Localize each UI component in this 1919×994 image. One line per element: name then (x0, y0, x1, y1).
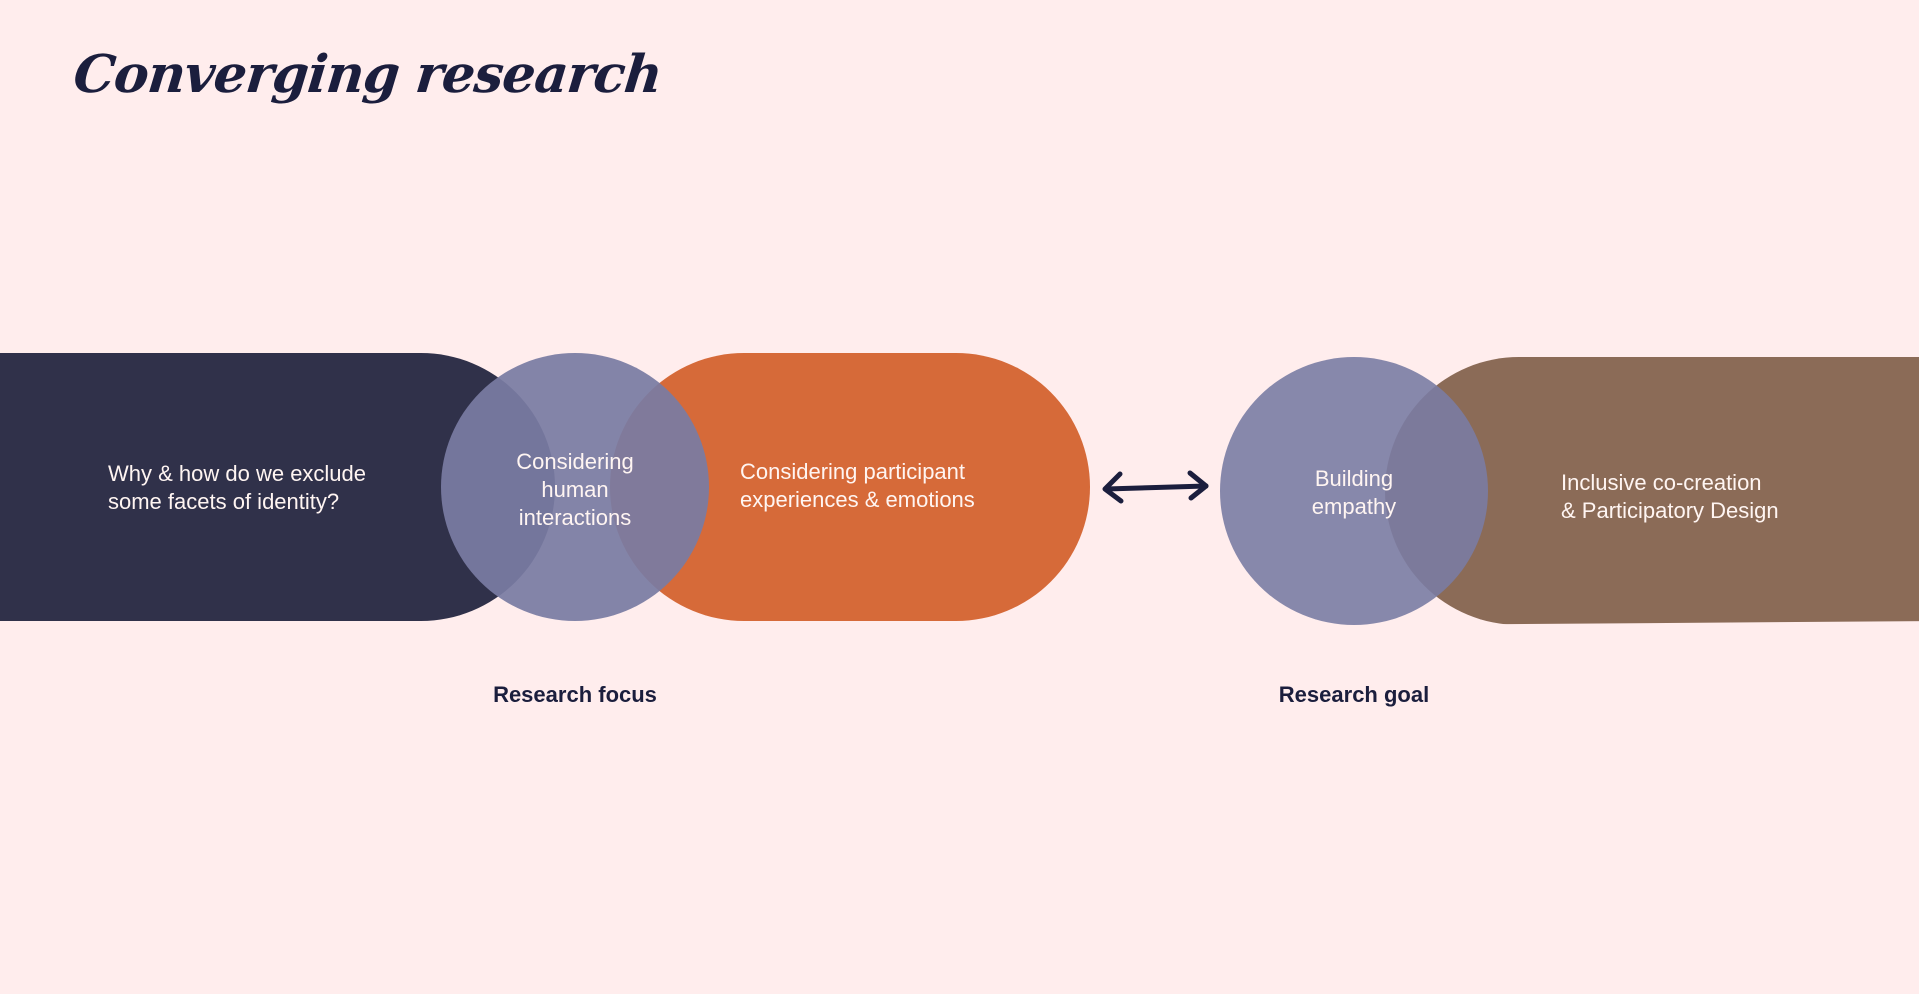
page-title: Converging research (70, 44, 665, 105)
label-line: empathy (1311, 494, 1397, 519)
participatory-design-label: Inclusive co-creation & Participatory De… (1561, 469, 1779, 525)
exclusion-question-label: Why & how do we exclude some facets of i… (108, 460, 366, 516)
label-line: Building (1314, 466, 1394, 491)
label-line: Inclusive co-creation (1561, 470, 1762, 495)
double-headed-arrow-icon (1102, 470, 1209, 504)
human-interactions-label: Considering human interactions (441, 448, 709, 532)
building-empathy-label: Building empathy (1220, 465, 1488, 521)
label-line: human (541, 477, 609, 502)
label-line: experiences & emotions (740, 487, 975, 512)
research-goal-caption: Research goal (1278, 682, 1430, 707)
label-line: & Participatory Design (1561, 498, 1779, 523)
label-line: Considering (516, 449, 634, 474)
label-line: Why & how do we exclude (108, 461, 367, 486)
building-empathy-circle (1220, 357, 1488, 625)
label-line: some facets of identity? (108, 489, 340, 514)
label-line: Considering participant (740, 459, 966, 484)
label-line: interactions (518, 505, 632, 530)
research-focus-caption: Research focus (493, 682, 657, 707)
human-interactions-circle (441, 353, 709, 621)
participant-experiences-label: Considering participant experiences & em… (740, 458, 975, 514)
